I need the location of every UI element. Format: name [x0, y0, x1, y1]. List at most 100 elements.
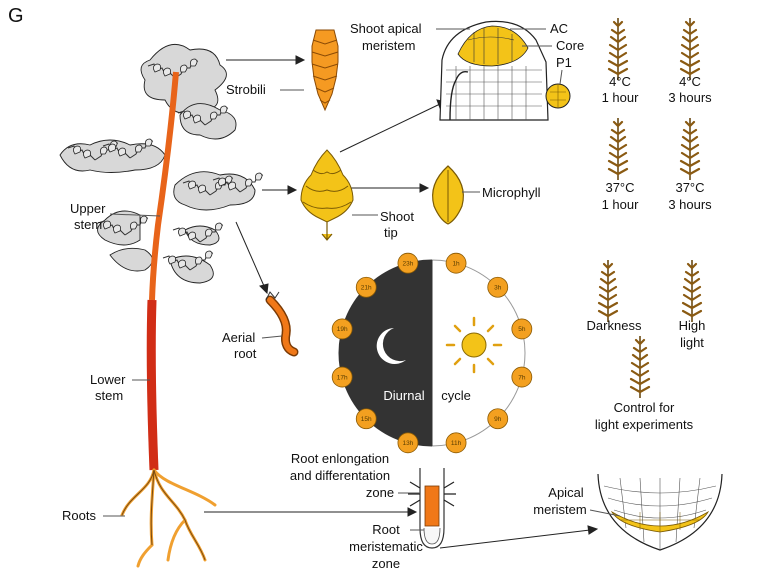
- svg-text:meristem: meristem: [533, 502, 586, 517]
- clock-node-label: 7h: [518, 374, 526, 381]
- clock-node-circle: [487, 276, 509, 298]
- shoot-apical-meristem-illustration: [439, 20, 571, 121]
- treatment-4c-1h: 4°C 1 hour: [602, 74, 640, 105]
- shoot-tip-illustration: [300, 149, 354, 241]
- svg-text:3 hours: 3 hours: [668, 197, 712, 212]
- svg-text:Shoot apical: Shoot apical: [350, 21, 422, 36]
- clock-node: 1h: [445, 252, 467, 274]
- clock-node-circle: [397, 252, 419, 274]
- microphyll-illustration: [432, 165, 464, 225]
- clock-node-label: 13h: [403, 440, 414, 447]
- svg-text:37°C: 37°C: [605, 180, 634, 195]
- clock-node-label: 23h: [403, 260, 414, 267]
- clock-node: 23h: [397, 252, 419, 274]
- svg-text:Microphyll: Microphyll: [482, 185, 541, 200]
- microphyll-label: Microphyll: [462, 185, 541, 200]
- darkness-label: Darkness: [587, 318, 642, 333]
- svg-text:root: root: [234, 346, 257, 361]
- treatment-37c-3h: 37°C 3 hours: [668, 180, 712, 212]
- clock-node-circle: [445, 252, 467, 274]
- treatment-37c-1h: 37°C 1 hour: [602, 180, 640, 212]
- clock-node: 19h: [331, 318, 353, 340]
- roots-label: Roots: [62, 508, 125, 523]
- svg-text:Root: Root: [372, 522, 400, 537]
- clock-node-label: 3h: [494, 285, 502, 292]
- clock-node: 9h: [487, 408, 509, 430]
- clock-node-label: 1h: [452, 260, 460, 267]
- p1-label: P1: [556, 55, 572, 85]
- svg-text:Roots: Roots: [62, 508, 96, 523]
- connection-arrows: [204, 55, 599, 549]
- clock-node: 7h: [511, 366, 533, 388]
- clock-node-circle: [331, 366, 353, 388]
- root-apical-meristem-illustration: [597, 473, 723, 551]
- svg-text:37°C: 37°C: [675, 180, 704, 195]
- sun-icon: [445, 316, 503, 374]
- svg-text:Aerial: Aerial: [222, 330, 255, 345]
- clock-node-circle: [397, 432, 419, 454]
- sam-title-label: Shoot apical meristem: [350, 21, 470, 53]
- svg-text:4°C: 4°C: [609, 74, 631, 89]
- aerial-root-label: Aerial root: [222, 330, 283, 361]
- clock-node-circle: [445, 432, 467, 454]
- selaginella-plant: [59, 43, 264, 568]
- apical-meristem-label: Apical meristem: [533, 485, 621, 517]
- clock-node-circle: [331, 318, 353, 340]
- clock-node-label: 19h: [337, 326, 348, 333]
- high-light-label: High light: [679, 318, 706, 350]
- svg-text:Lower: Lower: [90, 372, 126, 387]
- svg-text:Control for: Control for: [614, 400, 675, 415]
- control-label: Control for light experiments: [595, 400, 694, 432]
- clock-node-circle: [511, 318, 533, 340]
- shoot-tip-label: Shoot tip: [352, 209, 414, 240]
- svg-text:meristem: meristem: [362, 38, 415, 53]
- aerial-root: [265, 291, 299, 357]
- clock-node-label: 17h: [337, 374, 348, 381]
- svg-text:zone: zone: [372, 556, 400, 571]
- svg-text:Darkness: Darkness: [587, 318, 642, 333]
- clock-node: 15h: [355, 408, 377, 430]
- upper-stem-label: Upper stem: [70, 201, 161, 232]
- svg-text:Strobili: Strobili: [226, 82, 266, 97]
- clock-node: 17h: [331, 366, 353, 388]
- root-meristematic-label: Root meristematic zone: [349, 522, 424, 571]
- clock-node-circle: [355, 408, 377, 430]
- svg-text:4°C: 4°C: [679, 74, 701, 89]
- svg-text:AC: AC: [550, 21, 568, 36]
- clock-node: 13h: [397, 432, 419, 454]
- svg-text:stem: stem: [95, 388, 123, 403]
- svg-text:1 hour: 1 hour: [602, 197, 640, 212]
- clock-node-circle: [355, 276, 377, 298]
- svg-text:Apical: Apical: [548, 485, 584, 500]
- svg-text:and differentation: and differentation: [290, 468, 390, 483]
- strobilus-illustration: [311, 29, 339, 112]
- core-label: Core: [522, 38, 584, 53]
- clock-node: 5h: [511, 318, 533, 340]
- svg-text:1 hour: 1 hour: [602, 90, 640, 105]
- root-elongation-label: Root enlongation and differentation zone: [290, 451, 420, 500]
- panel-letter: G: [8, 5, 24, 27]
- svg-text:tip: tip: [384, 225, 398, 240]
- svg-text:P1: P1: [556, 55, 572, 70]
- svg-text:meristematic: meristematic: [349, 539, 423, 554]
- svg-text:stem: stem: [74, 217, 102, 232]
- clock-node-circle: [511, 366, 533, 388]
- diurnal-cycle: Diurnal cycle 1h3h5h7h9h11h13h15h17h19h2…: [331, 252, 533, 454]
- clock-node-label: 11h: [451, 440, 462, 447]
- moon-icon: [376, 328, 406, 364]
- treatment-4c-3h: 4°C 3 hours: [668, 74, 712, 105]
- clock-node-label: 5h: [518, 326, 526, 333]
- lower-stem-label: Lower stem: [90, 372, 150, 403]
- clock-node-circle: [487, 408, 509, 430]
- svg-text:Shoot: Shoot: [380, 209, 414, 224]
- ac-label: AC: [510, 21, 568, 36]
- svg-text:zone: zone: [366, 485, 394, 500]
- svg-text:Core: Core: [556, 38, 584, 53]
- svg-text:High: High: [679, 318, 706, 333]
- strobili-label: Strobili: [226, 82, 304, 97]
- clock-node: 11h: [445, 432, 467, 454]
- diurnal-label-left: Diurnal: [383, 388, 424, 403]
- clock-node-label: 15h: [361, 416, 372, 423]
- svg-text:3 hours: 3 hours: [668, 90, 712, 105]
